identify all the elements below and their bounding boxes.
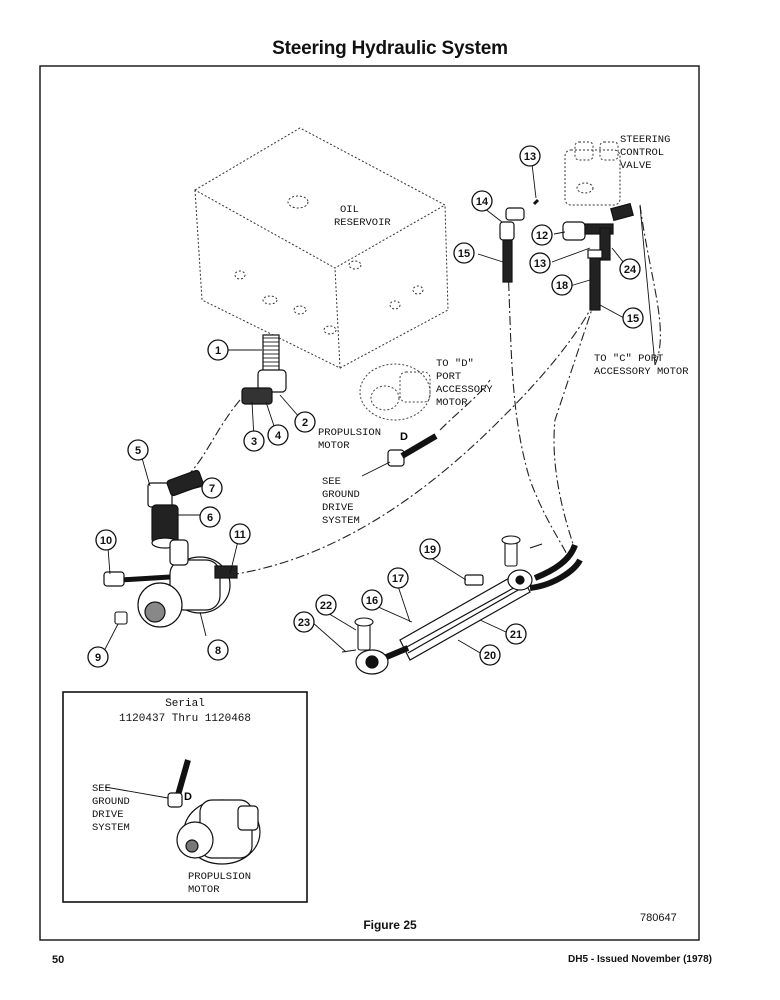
- inset-port-d-label: D: [184, 791, 192, 803]
- steering-control-valve: [564, 141, 621, 206]
- svg-text:SYSTEM: SYSTEM: [322, 515, 360, 527]
- callout-numbers: 1 2 3 4 5 6 7 8 9 10 11 12 13 13 14 15 1…: [95, 151, 639, 664]
- callout-13-lower: 13: [534, 258, 546, 270]
- svg-text:ACCESSORY: ACCESSORY: [436, 384, 493, 396]
- svg-text:OIL: OIL: [340, 204, 359, 216]
- ground-drive-fitting: [387, 433, 438, 467]
- svg-text:PROPULSION: PROPULSION: [318, 427, 381, 439]
- callout-23: 23: [298, 617, 310, 629]
- callout-14: 14: [476, 196, 489, 208]
- svg-text:TO "D": TO "D": [436, 358, 474, 370]
- callout-1: 1: [215, 345, 221, 357]
- svg-text:GROUND: GROUND: [322, 489, 360, 501]
- callout-10: 10: [100, 535, 112, 547]
- to-c-port-label: TO "C" PORT ACCESSORY MOTOR: [594, 353, 689, 378]
- svg-text:RESERVOIR: RESERVOIR: [334, 217, 391, 229]
- reservoir-outlet-fitting: [241, 334, 287, 405]
- callout-6: 6: [207, 512, 213, 524]
- page-title: Steering Hydraulic System: [272, 38, 508, 59]
- callout-markers: [87, 145, 644, 668]
- callout-12: 12: [536, 230, 548, 242]
- callout-11: 11: [234, 529, 246, 541]
- steering-cylinder: [355, 543, 583, 675]
- plug-fitting: [114, 611, 128, 625]
- svg-text:VALVE: VALVE: [620, 160, 652, 172]
- svg-text:ACCESSORY MOTOR: ACCESSORY MOTOR: [594, 366, 689, 378]
- figure-frame: [39, 65, 700, 941]
- oil-reservoir-label: OIL RESERVOIR: [334, 204, 391, 229]
- svg-text:SEE: SEE: [322, 476, 341, 488]
- callout-8: 8: [215, 645, 221, 657]
- svg-text:PORT: PORT: [436, 371, 461, 383]
- svg-text:MOTOR: MOTOR: [436, 397, 468, 409]
- callout-20: 20: [484, 650, 496, 662]
- callout-13-top: 13: [524, 151, 536, 163]
- callout-4: 4: [275, 430, 282, 442]
- callout-15-left: 15: [458, 248, 470, 260]
- svg-text:GROUND: GROUND: [92, 796, 130, 808]
- svg-text:MOTOR: MOTOR: [188, 884, 220, 896]
- svg-text:STEERING: STEERING: [620, 134, 670, 146]
- propulsion-motor-top: [359, 363, 431, 421]
- pump-inlet-fittings: [147, 469, 204, 549]
- inset-serial-heading: Serial 1120437 Thru 1120468: [64, 697, 306, 727]
- figure-label: Figure 25: [363, 918, 417, 932]
- callout-16: 16: [366, 595, 378, 607]
- callout-21: 21: [510, 629, 522, 641]
- inset-propulsion-motor-label: PROPULSION MOTOR: [188, 871, 251, 896]
- callout-7: 7: [209, 483, 215, 495]
- svg-text:DRIVE: DRIVE: [322, 502, 354, 514]
- callout-22: 22: [320, 600, 332, 612]
- see-ground-drive-label: SEE GROUND DRIVE SYSTEM: [322, 476, 360, 527]
- svg-text:MOTOR: MOTOR: [318, 440, 350, 452]
- inset-propulsion-motor: [167, 759, 261, 865]
- inset-see-ground-drive-label: SEE GROUND DRIVE SYSTEM: [92, 783, 130, 834]
- oil-reservoir: [193, 127, 449, 369]
- valve-hoses: [499, 198, 634, 311]
- drawing-code: 780647: [640, 912, 677, 924]
- callout-18: 18: [556, 280, 568, 292]
- callout-5: 5: [135, 445, 141, 457]
- callout-15-right: 15: [627, 313, 639, 325]
- svg-text:PROPULSION: PROPULSION: [188, 871, 251, 883]
- svg-text:CONTROL: CONTROL: [620, 147, 664, 159]
- callout-24: 24: [624, 264, 637, 276]
- inset-serial-label: Serial: [165, 698, 205, 710]
- page-number: 50: [52, 954, 65, 966]
- hydraulic-pump: [103, 539, 238, 628]
- callout-19: 19: [424, 544, 436, 556]
- cylinder-pins: [341, 535, 543, 653]
- svg-text:DRIVE: DRIVE: [92, 809, 124, 821]
- callout-2: 2: [302, 417, 308, 429]
- to-d-port-label: TO "D" PORT ACCESSORY MOTOR: [436, 358, 493, 409]
- callout-17: 17: [392, 573, 404, 585]
- inset-frame: [62, 691, 308, 903]
- callout-3: 3: [251, 436, 257, 448]
- svg-text:SYSTEM: SYSTEM: [92, 822, 130, 834]
- inset-serial-range: 1120437 Thru 1120468: [118, 713, 252, 725]
- propulsion-motor-label: PROPULSION MOTOR: [318, 427, 381, 452]
- steering-valve-label: STEERING CONTROL VALVE: [620, 134, 670, 172]
- issue-note: DH5 - Issued November (1978): [568, 954, 712, 965]
- port-d-label: D: [400, 431, 408, 443]
- svg-text:SEE: SEE: [92, 783, 111, 795]
- svg-text:TO "C" PORT: TO "C" PORT: [594, 353, 663, 365]
- callout-9: 9: [95, 652, 101, 664]
